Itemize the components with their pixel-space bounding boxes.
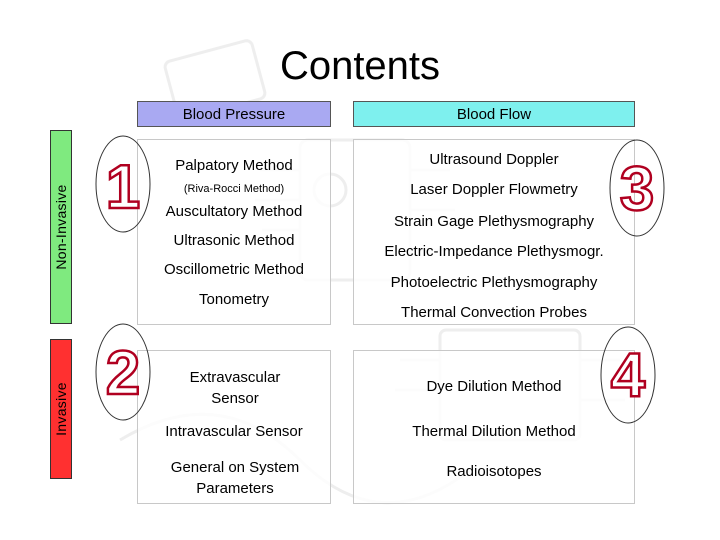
list-item: Ultrasound Doppler: [429, 151, 559, 168]
list-item: Ultrasonic Method: [173, 232, 295, 249]
list-item: Radioisotopes: [446, 463, 542, 480]
list-item: (Riva-Rocci Method): [183, 183, 285, 195]
list-item: Thermal Convection Probes: [401, 304, 587, 321]
column-header-blood-pressure: Blood Pressure: [137, 101, 331, 127]
row-header-non-invasive: Non-Invasive: [50, 130, 72, 324]
list-item: Tonometry: [198, 291, 270, 308]
list-item: Photoelectric Plethysmography: [390, 274, 598, 291]
list-item: Auscultatory Method: [165, 203, 303, 220]
quadrant-invasive-blood-pressure: Extravascular Sensor Intravascular Senso…: [137, 350, 331, 504]
row-label-non-invasive: Non-Invasive: [53, 184, 69, 270]
row-header-invasive: Invasive: [50, 339, 72, 479]
list-item: Thermal Dilution Method: [412, 423, 576, 440]
quadrant-noninvasive-blood-flow: Ultrasound Doppler Laser Doppler Flowmet…: [353, 139, 635, 325]
quadrant-invasive-blood-flow: Dye Dilution Method Thermal Dilution Met…: [353, 350, 635, 504]
list-item: Electric-Impedance Plethysmogr.: [384, 243, 604, 260]
list-item: Strain Gage Plethysmography: [393, 213, 595, 230]
list-item: Extravascular Sensor: [189, 369, 281, 407]
row-label-invasive: Invasive: [53, 382, 69, 436]
page-title: Contents: [279, 44, 441, 88]
column-header-blood-flow: Blood Flow: [353, 101, 635, 127]
list-item: Laser Doppler Flowmetry: [410, 181, 578, 198]
list-item: Intravascular Sensor: [165, 423, 303, 440]
list-item: Palpatory Method: [175, 157, 293, 174]
list-item: Dye Dilution Method: [426, 378, 562, 395]
quadrant-noninvasive-blood-pressure: Palpatory Method (Riva-Rocci Method) Aus…: [137, 139, 331, 325]
list-item: Oscillometric Method: [163, 261, 305, 278]
list-item: General on System Parameters: [170, 459, 300, 497]
